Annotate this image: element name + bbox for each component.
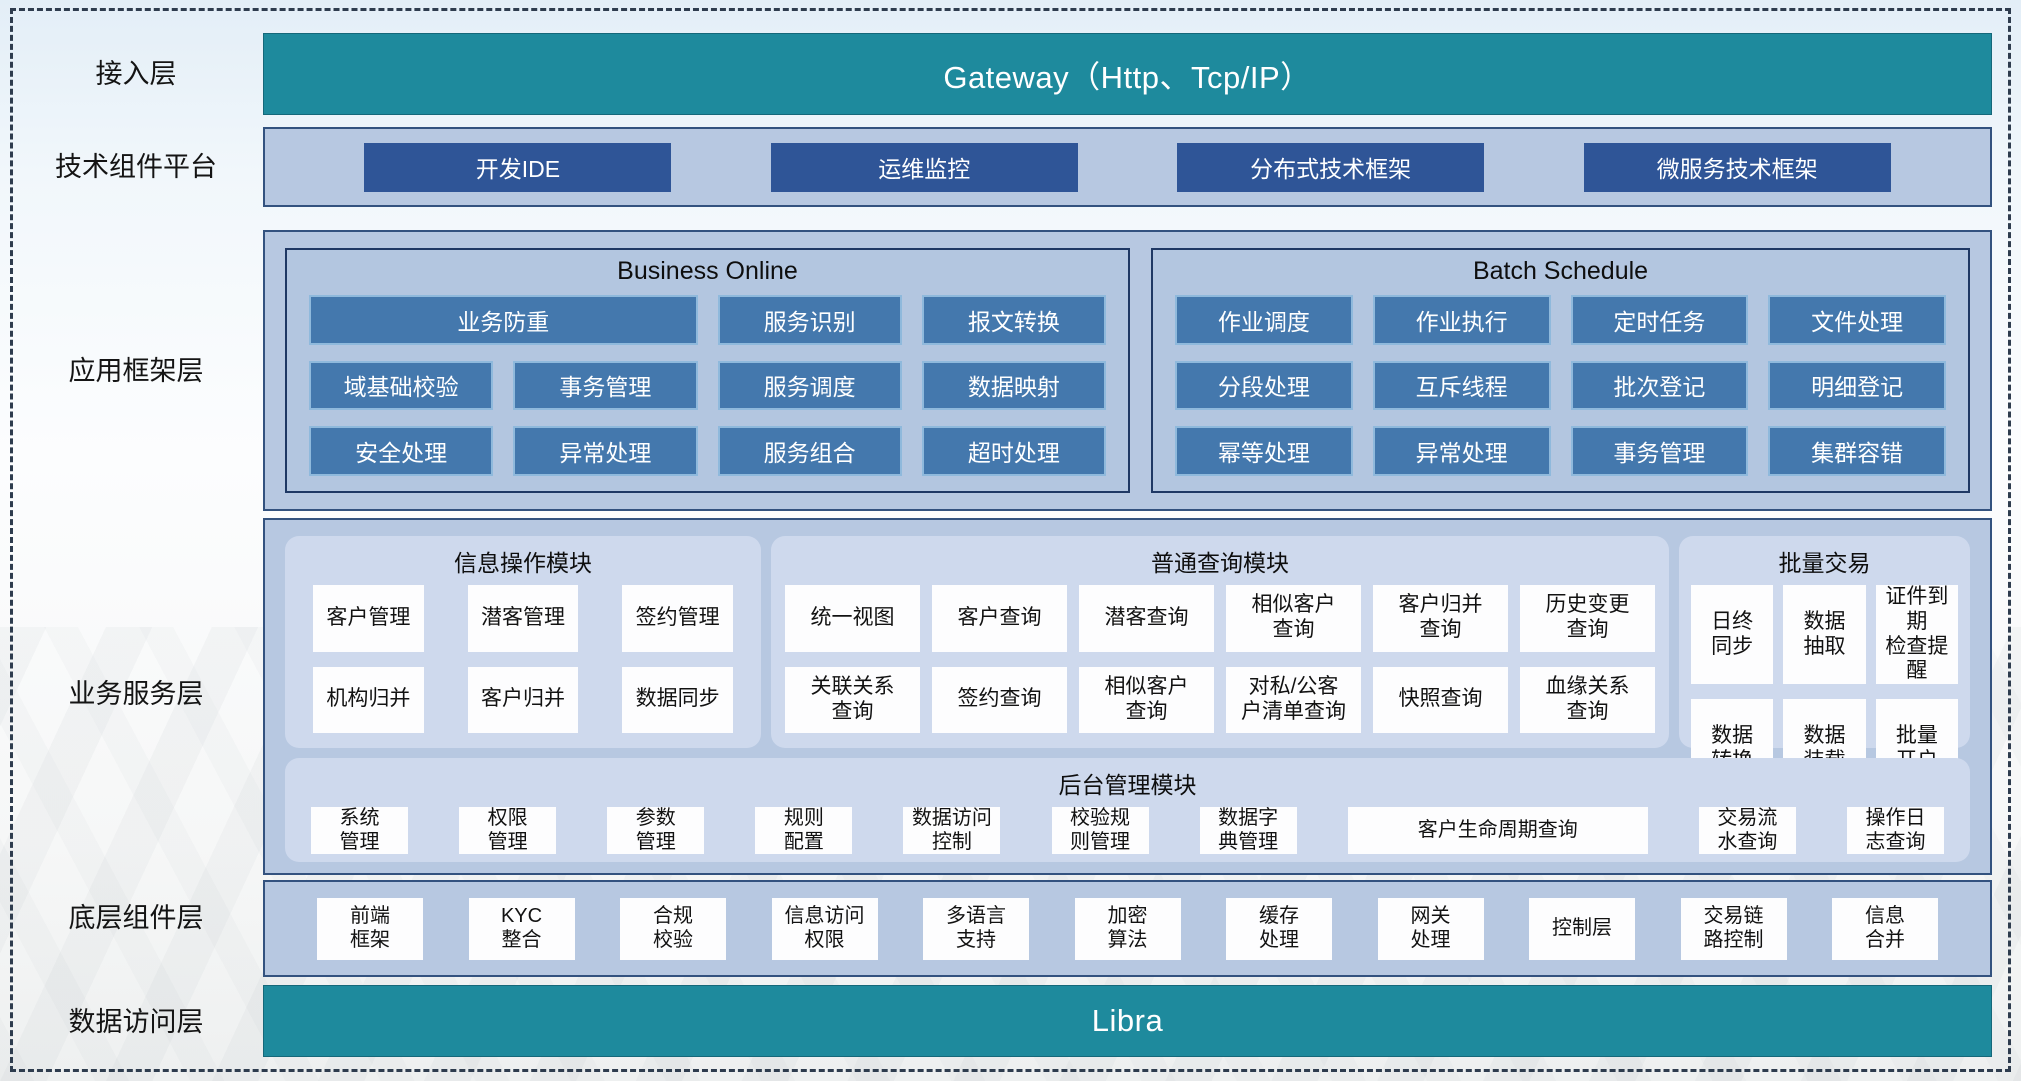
bo-item: 业务防重	[309, 295, 698, 345]
info-operation-grid: 客户管理 潜客管理 签约管理 机构归并 客户归并 数据同步	[285, 585, 761, 748]
base-item: 信息访问 权限	[771, 897, 878, 960]
bo-item: 异常处理	[513, 426, 698, 476]
admin-module-panel: 后台管理模块 系统 管理 权限 管理 参数 管理 规则 配置 数据访问 控制 校…	[285, 758, 1970, 862]
info-operation-panel: 信息操作模块 客户管理 潜客管理 签约管理 机构归并 客户归并 数据同步	[285, 536, 761, 748]
admin-item-customer-lifecycle: 客户生命周期查询	[1347, 807, 1648, 855]
admin-module-title: 后台管理模块	[1058, 772, 1197, 798]
trade-item: 证件到期 检查提醒	[1875, 585, 1958, 685]
query-item: 相似客户 查询	[1226, 585, 1361, 652]
business-service-band: 信息操作模块 客户管理 潜客管理 签约管理 机构归并 客户归并 数据同步 普通查…	[263, 518, 1992, 875]
bo-item: 报文转换	[921, 295, 1106, 345]
bs-item: 互斥线程	[1372, 360, 1551, 411]
bs-item: 文件处理	[1768, 295, 1946, 345]
app-framework-band: Business Online 业务防重 服务识别 报文转换 域基础校验 事务管…	[263, 230, 1992, 511]
bo-item: 事务管理	[513, 360, 698, 411]
batch-schedule-title: Batch Schedule	[1472, 257, 1649, 285]
admin-module-row: 系统 管理 权限 管理 参数 管理 规则 配置 数据访问 控制 校验规 则管理 …	[285, 807, 1970, 867]
info-item: 客户归并	[467, 666, 579, 733]
tech-platform-band: 开发IDE 运维监控 分布式技术框架 微服务技术框架	[263, 127, 1992, 207]
query-item: 统一视图	[785, 585, 920, 652]
general-query-title: 普通查询模块	[1151, 550, 1289, 576]
base-components-band: 前端 框架 KYC 整合 合规 校验 信息访问 权限 多语言 支持 加密 算法 …	[263, 880, 1992, 977]
query-item: 对私/公客 户清单查询	[1226, 666, 1361, 733]
base-item: 控制层	[1529, 897, 1635, 960]
bs-item: 作业调度	[1175, 295, 1353, 345]
admin-item: 数据访问 控制	[903, 807, 1001, 855]
bs-item: 批次登记	[1570, 360, 1749, 411]
bo-item: 域基础校验	[309, 360, 494, 411]
admin-item: 交易流 水查询	[1698, 807, 1796, 855]
admin-item: 数据字 典管理	[1199, 807, 1297, 855]
query-item: 关联关系 查询	[785, 666, 920, 733]
base-item: 缓存 处理	[1226, 897, 1332, 960]
trade-item: 日终 同步	[1691, 585, 1774, 685]
bs-item: 定时任务	[1570, 295, 1749, 345]
query-item: 快照查询	[1373, 666, 1508, 733]
layer-label-app: 应用框架层	[68, 356, 204, 386]
query-item: 签约查询	[932, 666, 1067, 733]
base-item: 前端 框架	[317, 897, 423, 960]
bo-item: 数据映射	[921, 360, 1106, 411]
bs-item: 异常处理	[1372, 426, 1551, 476]
layer-label-access: 接入层	[95, 59, 177, 89]
info-item: 机构归并	[313, 666, 424, 733]
bo-item: 服务组合	[717, 426, 902, 476]
query-item: 客户归并 查询	[1373, 585, 1508, 652]
admin-item: 系统 管理	[311, 807, 408, 855]
query-item: 客户查询	[932, 585, 1067, 652]
tech-item-distributed-fw: 分布式技术框架	[1177, 142, 1485, 192]
base-item: KYC 整合	[468, 897, 575, 960]
batch-schedule-grid: 作业调度 作业执行 定时任务 文件处理 分段处理 互斥线程 批次登记 明细登记 …	[1153, 295, 1968, 491]
bo-item: 服务识别	[717, 295, 902, 345]
admin-item: 校验规 则管理	[1051, 807, 1149, 855]
query-item: 相似客户 查询	[1079, 666, 1214, 733]
info-item: 客户管理	[313, 585, 424, 652]
info-item: 签约管理	[622, 585, 733, 652]
general-query-panel: 普通查询模块 统一视图 客户查询 潜客查询 相似客户 查询 客户归并 查询 历史…	[771, 536, 1669, 748]
business-online-title: Business Online	[617, 257, 798, 285]
admin-item: 操作日 志查询	[1846, 807, 1944, 855]
batch-trade-title: 批量交易	[1778, 550, 1871, 576]
batch-schedule-box: Batch Schedule 作业调度 作业执行 定时任务 文件处理 分段处理 …	[1151, 248, 1970, 493]
bs-item: 幂等处理	[1175, 426, 1353, 476]
query-item: 历史变更 查询	[1520, 585, 1655, 652]
bs-item: 事务管理	[1570, 426, 1749, 476]
trade-item: 数据 抽取	[1783, 585, 1866, 685]
info-operation-title: 信息操作模块	[454, 550, 592, 576]
admin-item: 权限 管理	[459, 807, 557, 855]
base-item: 多语言 支持	[923, 897, 1029, 960]
gateway-bar: Gateway（Http、Tcp/IP）	[263, 33, 1992, 115]
layer-label-tech: 技术组件平台	[55, 152, 217, 182]
layer-label-data-access: 数据访问层	[68, 1007, 204, 1037]
query-item: 潜客查询	[1079, 585, 1214, 652]
base-item: 加密 算法	[1074, 897, 1181, 960]
admin-item: 规则 配置	[755, 807, 853, 855]
general-query-grid: 统一视图 客户查询 潜客查询 相似客户 查询 客户归并 查询 历史变更 查询 关…	[771, 585, 1669, 748]
batch-trade-panel: 批量交易 日终 同步 数据 抽取 证件到期 检查提醒 数据 转换 数据 装载 批…	[1679, 536, 1970, 799]
bs-item: 作业执行	[1372, 295, 1551, 345]
base-item: 信息 合并	[1832, 897, 1938, 960]
base-item: 网关 处理	[1377, 897, 1484, 960]
business-online-box: Business Online 业务防重 服务识别 报文转换 域基础校验 事务管…	[285, 248, 1130, 493]
base-item: 合规 校验	[620, 897, 726, 960]
tech-item-ops-monitor: 运维监控	[770, 142, 1078, 192]
query-item: 血缘关系 查询	[1520, 666, 1655, 733]
bs-item: 分段处理	[1175, 360, 1353, 411]
admin-item: 参数 管理	[607, 807, 705, 855]
bs-item: 明细登记	[1768, 360, 1946, 411]
tech-item-dev-ide: 开发IDE	[364, 142, 672, 192]
layer-label-base: 底层组件层	[68, 903, 204, 933]
info-item: 数据同步	[622, 666, 733, 733]
info-item: 潜客管理	[467, 585, 579, 652]
bo-item: 安全处理	[309, 426, 494, 476]
business-online-grid: 业务防重 服务识别 报文转换 域基础校验 事务管理 服务调度 数据映射 安全处理…	[287, 295, 1128, 491]
bo-item: 超时处理	[921, 426, 1106, 476]
bs-item: 集群容错	[1768, 426, 1946, 476]
libra-bar: Libra	[263, 985, 1992, 1057]
layer-label-service: 业务服务层	[68, 679, 204, 709]
base-item: 交易链 路控制	[1680, 897, 1787, 960]
bo-item: 服务调度	[717, 360, 902, 411]
tech-item-microservice-fw: 微服务技术框架	[1583, 142, 1891, 192]
